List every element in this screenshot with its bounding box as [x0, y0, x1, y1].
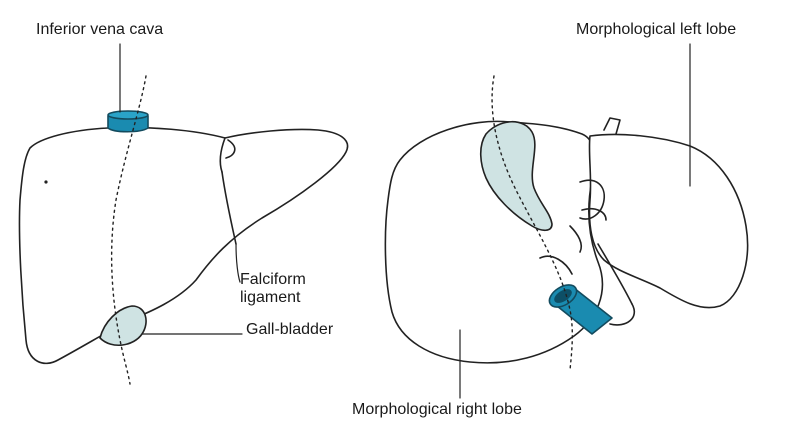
label-falciform-line1: Falciform: [240, 271, 350, 289]
label-morphological-right-lobe: Morphological right lobe: [352, 401, 522, 419]
label-inferior-vena-cava: Inferior vena cava: [36, 21, 163, 39]
left-vena-cava-top: [108, 111, 148, 119]
label-morphological-left-lobe: Morphological left lobe: [576, 21, 736, 39]
left-speck: [45, 181, 47, 183]
label-gall-bladder: Gall-bladder: [246, 321, 333, 339]
right-interior-6: [610, 304, 634, 325]
label-falciform-ligament: Falciform ligament: [240, 271, 350, 307]
right-stub: [604, 118, 620, 134]
left-lobe-outline: [589, 134, 747, 307]
right-liver-view: [385, 44, 747, 398]
label-falciform-line2: ligament: [240, 289, 350, 307]
